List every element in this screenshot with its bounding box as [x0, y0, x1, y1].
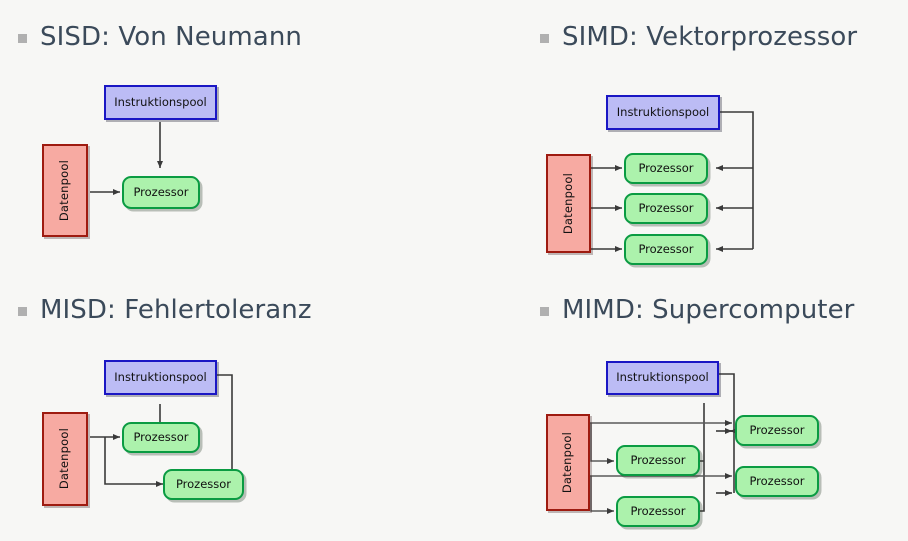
heading-sisd: SISD: Von Neumann — [18, 22, 302, 52]
quadrant-sisd: SISD: Von Neumann Instruktionspool Daten… — [0, 0, 454, 270]
node-data-pool: Datenpool — [546, 414, 590, 511]
quadrant-mimd: MIMD: Supercomputer — [454, 271, 908, 541]
node-label: Prozessor — [638, 160, 694, 175]
bullet-square-icon — [540, 33, 549, 43]
node-instruction-pool: Instruktionspool — [104, 360, 217, 395]
node-label: Prozessor — [133, 184, 189, 199]
node-processor: Prozessor — [122, 422, 200, 453]
quadrant-simd: SIMD: Vektorprozessor Instruktionspool D… — [454, 0, 908, 270]
heading-mimd-text: MIMD: Supercomputer — [562, 295, 855, 325]
node-data-pool: Datenpool — [42, 144, 88, 237]
node-label: Prozessor — [749, 473, 805, 488]
node-label: Prozessor — [749, 422, 805, 437]
bullet-square-icon — [18, 33, 27, 43]
node-label: Datenpool — [560, 172, 575, 235]
bullet-square-icon — [540, 306, 549, 316]
heading-mimd: MIMD: Supercomputer — [540, 295, 854, 325]
heading-misd-text: MISD: Fehlertoleranz — [40, 295, 312, 325]
node-label: Prozessor — [133, 429, 189, 444]
node-label: Instruktionspool — [114, 369, 207, 384]
node-processor: Prozessor — [616, 496, 700, 527]
node-label: Instruktionspool — [616, 104, 710, 119]
node-instruction-pool: Instruktionspool — [606, 361, 719, 395]
node-label: Instruktionspool — [114, 94, 207, 109]
heading-misd: MISD: Fehlertoleranz — [18, 295, 312, 325]
node-label: Datenpool — [57, 159, 72, 222]
node-label: Prozessor — [630, 452, 686, 467]
node-processor: Prozessor — [616, 445, 700, 476]
heading-simd: SIMD: Vektorprozessor — [540, 22, 857, 52]
node-instruction-pool: Instruktionspool — [606, 95, 720, 130]
node-processor: Prozessor — [735, 415, 819, 446]
node-processor: Prozessor — [624, 193, 708, 224]
node-label: Instruktionspool — [616, 370, 709, 385]
node-instruction-pool: Instruktionspool — [104, 85, 217, 120]
quadrant-misd: MISD: Fehlertoleranz Instruktionspool Da… — [0, 271, 454, 541]
node-data-pool: Datenpool — [546, 154, 591, 253]
node-label: Prozessor — [638, 241, 694, 256]
node-label: Prozessor — [638, 200, 694, 215]
node-processor: Prozessor — [163, 469, 244, 500]
heading-simd-text: SIMD: Vektorprozessor — [562, 22, 858, 52]
node-processor: Prozessor — [735, 466, 819, 497]
node-label: Datenpool — [560, 431, 575, 494]
node-processor: Prozessor — [624, 234, 708, 265]
bullet-square-icon — [18, 306, 27, 316]
node-processor: Prozessor — [624, 153, 708, 184]
heading-sisd-text: SISD: Von Neumann — [40, 22, 302, 52]
node-label: Prozessor — [630, 503, 686, 518]
node-processor: Prozessor — [122, 176, 200, 209]
node-label: Datenpool — [57, 428, 72, 490]
node-label: Prozessor — [175, 476, 232, 491]
node-data-pool: Datenpool — [42, 412, 88, 506]
